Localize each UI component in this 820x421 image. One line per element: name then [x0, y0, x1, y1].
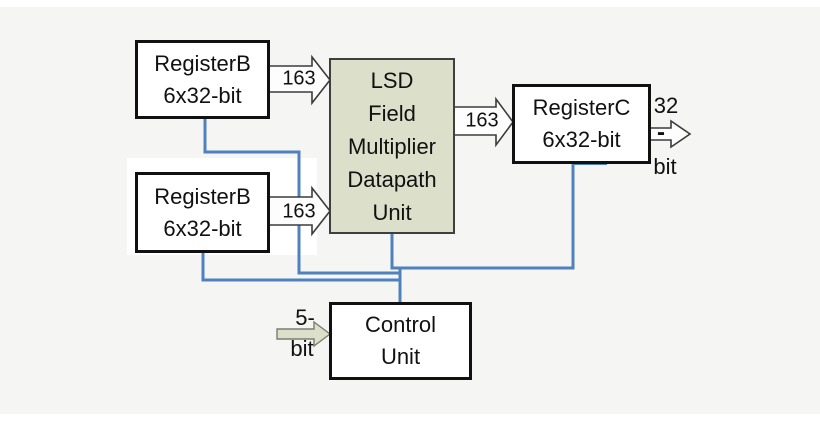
node-register-b1: RegisterB 6x32-bit [135, 40, 270, 119]
node-lsd-line3: Multiplier [347, 133, 437, 159]
node-lsd-line5: Unit [372, 199, 412, 225]
output-width-label-dash: - [657, 119, 665, 146]
node-register-b2-line2: 6x32-bit [163, 215, 242, 241]
node-lsd-line2: Field [368, 100, 416, 126]
bus-width-label-b1: 163 [282, 67, 316, 90]
bottom-margin [0, 414, 820, 421]
node-register-b1-line1: RegisterB [154, 50, 251, 76]
node-lsd-multiplier: LSD Field Multiplier Datapath Unit [329, 58, 455, 234]
top-margin [0, 0, 820, 7]
control-width-label-bottom: bit [290, 336, 314, 361]
bus-width-label-b2: 163 [282, 200, 316, 223]
node-register-b2: RegisterB 6x32-bit [135, 172, 270, 253]
node-control-unit-line1: Control [365, 312, 436, 337]
control-line-lsd-registerc [390, 164, 575, 270]
node-register-b1-line2: 6x32-bit [163, 82, 242, 108]
output-arrow-registerc [647, 119, 692, 149]
bus-width-label-c: 163 [465, 109, 499, 132]
node-register-c-line1: RegisterC [532, 95, 631, 120]
node-control-unit-line2: Unit [380, 344, 421, 369]
control-line-registerb2 [201, 253, 400, 282]
control-input-arrow [276, 320, 332, 348]
control-line-registerb1 [203, 119, 400, 275]
output-width-label-top: 32 [653, 93, 679, 118]
control-width-label-top: 5- [295, 305, 315, 330]
node-control-unit: Control Unit [329, 302, 472, 380]
node-register-c: RegisterC 6x32-bit [512, 84, 651, 164]
node-register-c-line2: 6x32-bit [542, 127, 621, 152]
node-register-b2-line1: RegisterB [154, 183, 251, 209]
bus-arrow-registerb1-to-lsd [267, 54, 332, 106]
output-width-label-bottom: bit [653, 154, 677, 179]
bus-arrow-lsd-to-registerc [452, 96, 514, 148]
bus-arrow-registerb2-to-lsd [267, 185, 332, 237]
node-lsd-line1: LSD [370, 67, 414, 93]
node-lsd-line4: Datapath [347, 166, 437, 192]
